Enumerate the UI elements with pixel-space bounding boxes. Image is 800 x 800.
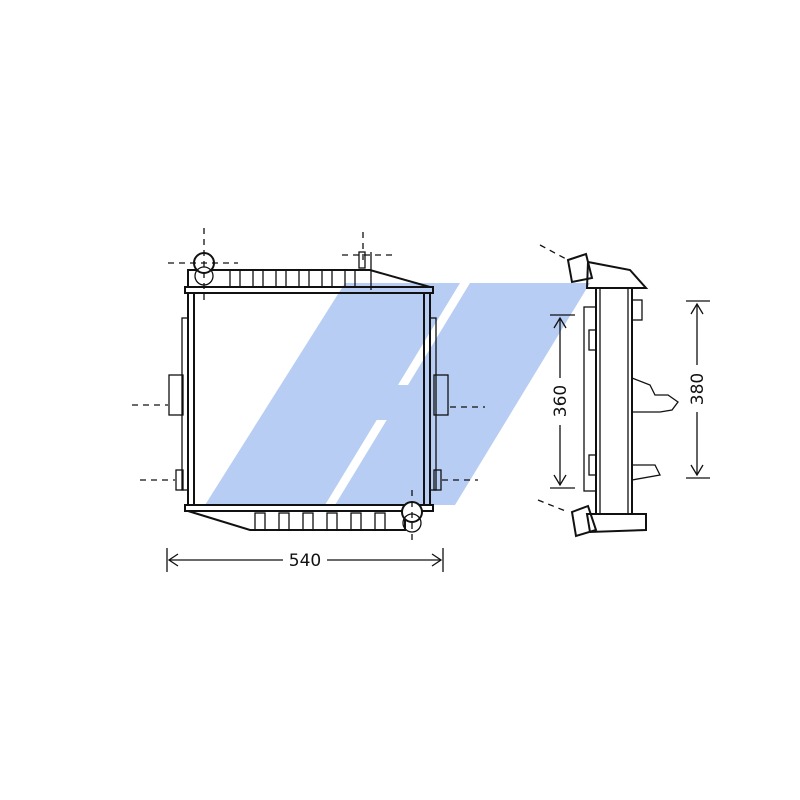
side-core — [595, 287, 633, 515]
watermark-logo — [205, 283, 590, 505]
bottom-tank — [187, 510, 406, 531]
front-view: 540 — [132, 228, 485, 572]
left-mount — [168, 374, 184, 416]
side-top-tank — [585, 260, 649, 289]
outer-height-dimension-label: 380 — [688, 373, 708, 405]
side-view: 360 380 — [537, 244, 710, 538]
logo-left-stroke — [205, 283, 460, 505]
side-mount-bracket — [631, 377, 679, 413]
side-bottom-tank — [585, 513, 647, 534]
right-mount — [433, 374, 449, 416]
logo-crossbar — [375, 385, 505, 420]
bleed-screw — [358, 251, 366, 269]
inner-height-dimension-label: 360 — [551, 385, 571, 417]
bottom-tank-plate — [184, 504, 434, 512]
width-dimension-label: 540 — [289, 551, 321, 571]
